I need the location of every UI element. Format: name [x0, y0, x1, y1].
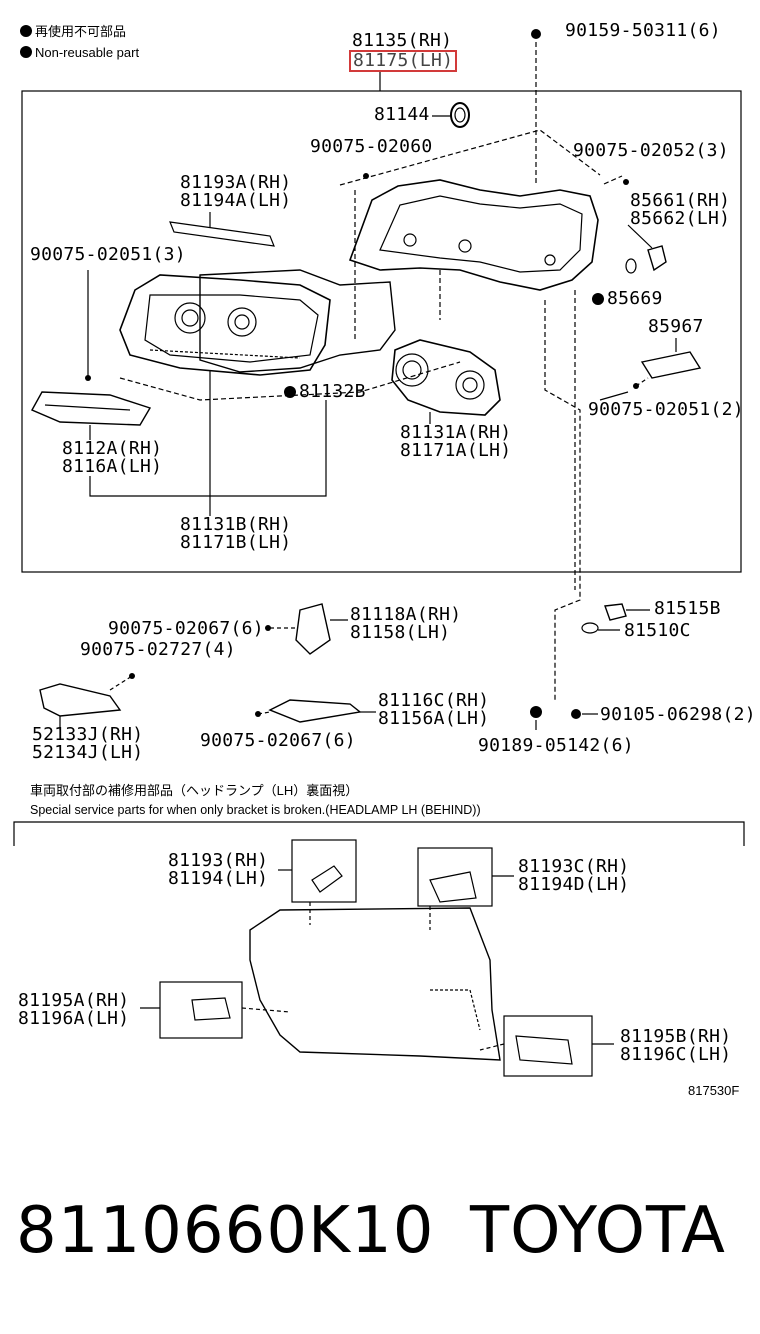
- label-8112a[interactable]: 8112A(RH)8116A(LH): [62, 440, 162, 476]
- label-90075-02727[interactable]: 90075-02727(4): [80, 639, 236, 660]
- label-81156a-lh: 81156A(LH): [378, 708, 490, 729]
- figure-code: 817530F: [688, 1083, 740, 1098]
- legend-en-text: Non-reusable part: [35, 45, 140, 60]
- label-81132b[interactable]: 81132B: [284, 383, 366, 401]
- brand-name: TOYOTA: [470, 1194, 726, 1268]
- label-85661[interactable]: 85661(RH)85662(LH): [630, 192, 730, 228]
- label-81194d-lh: 81194D(LH): [518, 874, 630, 895]
- non-reusable-dot-icon: [20, 46, 32, 58]
- non-reusable-dot-icon: [284, 386, 296, 398]
- label-81132b-text: 81132B: [299, 381, 366, 402]
- label-81195b-rh: 81195B(RH): [620, 1026, 732, 1047]
- label-52133j[interactable]: 52133J(RH)52134J(LH): [32, 726, 143, 762]
- label-85661-rh: 85661(RH): [630, 190, 731, 211]
- label-81158-lh: 81158(LH): [350, 622, 451, 643]
- label-52133j-rh: 52133J(RH): [32, 724, 144, 745]
- label-81116c[interactable]: 81116C(RH)81156A(LH): [378, 692, 489, 728]
- label-81118a[interactable]: 81118A(RH)81158(LH): [350, 606, 461, 642]
- label-52134j-lh: 52134J(LH): [32, 742, 144, 763]
- label-90075-02051-left[interactable]: 90075-02051(3): [30, 244, 186, 265]
- label-85967[interactable]: 85967: [648, 316, 704, 337]
- label-90075-02067-a[interactable]: 90075-02067(6): [108, 618, 264, 639]
- kit-box-81195b: [503, 1015, 593, 1077]
- label-85669[interactable]: 85669: [592, 290, 663, 308]
- label-81193a[interactable]: 81193A(RH)81194A(LH): [180, 174, 291, 210]
- label-81194-lh: 81194(LH): [168, 868, 269, 889]
- label-81131a[interactable]: 81131A(RH)81171A(LH): [400, 424, 511, 460]
- label-81195b[interactable]: 81195B(RH)81196C(LH): [620, 1028, 731, 1064]
- label-81196a-lh: 81196A(LH): [18, 1008, 130, 1029]
- label-81195a-rh: 81195A(RH): [18, 990, 130, 1011]
- label-85662-lh: 85662(LH): [630, 208, 731, 229]
- part-number: 8110660K10: [16, 1194, 435, 1268]
- label-81131b-rh: 81131B(RH): [180, 514, 292, 535]
- label-90075-02067-b[interactable]: 90075-02067(6): [200, 730, 356, 751]
- kit-box-81193: [291, 839, 357, 903]
- legend-en: Non-reusable part: [20, 45, 139, 60]
- label-81144[interactable]: 81144: [374, 104, 430, 125]
- service-title-jp: 車両取付部の補修用部品（ヘッドランプ（LH）裏面視）: [30, 783, 359, 798]
- label-90075-02051-right[interactable]: 90075-02051(2): [588, 399, 744, 420]
- label-81116c-rh: 81116C(RH): [378, 690, 490, 711]
- label-81193-rh: 81193(RH): [168, 850, 269, 871]
- kit-box-81195a: [159, 981, 243, 1039]
- label-81193a-rh: 81193A(RH): [180, 172, 292, 193]
- label-90105-06298[interactable]: 90105-06298(2): [600, 704, 756, 725]
- kit-box-81193c: [417, 847, 493, 907]
- label-8116a-lh: 8116A(LH): [62, 456, 163, 477]
- label-81194a-lh: 81194A(LH): [180, 190, 292, 211]
- label-8112a-rh: 8112A(RH): [62, 438, 163, 459]
- label-85669-text: 85669: [607, 288, 663, 309]
- label-81171b-lh: 81171B(LH): [180, 532, 292, 553]
- label-81135[interactable]: 81135(RH): [352, 30, 453, 51]
- label-81131a-rh: 81131A(RH): [400, 422, 512, 443]
- label-81515b[interactable]: 81515B: [654, 598, 721, 619]
- non-reusable-dot-icon: [592, 293, 604, 305]
- service-title-en: Special service parts for when only brac…: [30, 803, 481, 817]
- label-81175-highlighted[interactable]: 81175(LH): [349, 50, 458, 72]
- legend-jp: 再使用不可部品: [20, 24, 126, 39]
- assembly-frame: [21, 90, 742, 573]
- label-81195a[interactable]: 81195A(RH)81196A(LH): [18, 992, 129, 1028]
- label-81131b[interactable]: 81131B(RH)81171B(LH): [180, 516, 291, 552]
- non-reusable-dot-icon: [20, 25, 32, 37]
- label-90159-50311[interactable]: 90159-50311(6): [565, 20, 721, 41]
- label-90075-02052[interactable]: 90075-02052(3): [573, 140, 729, 161]
- label-81193c-rh: 81193C(RH): [518, 856, 630, 877]
- legend-jp-text: 再使用不可部品: [35, 24, 127, 39]
- label-90075-02060[interactable]: 90075-02060: [310, 136, 433, 157]
- label-81118a-rh: 81118A(RH): [350, 604, 462, 625]
- label-81193c[interactable]: 81193C(RH)81194D(LH): [518, 858, 629, 894]
- label-81193[interactable]: 81193(RH)81194(LH): [168, 852, 268, 888]
- label-81171a-lh: 81171A(LH): [400, 440, 512, 461]
- label-90189-05142[interactable]: 90189-05142(6): [478, 735, 634, 756]
- label-81510c[interactable]: 81510C: [624, 620, 691, 641]
- label-81196c-lh: 81196C(LH): [620, 1044, 732, 1065]
